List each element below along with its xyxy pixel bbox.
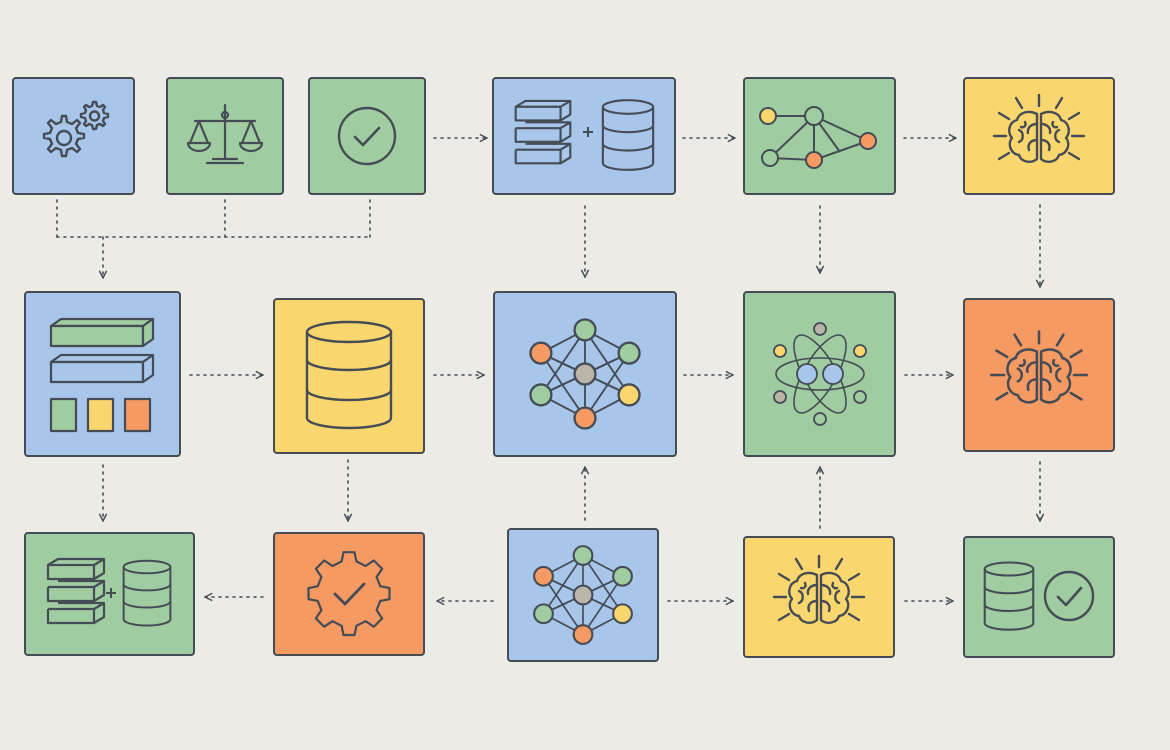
node-database-check	[963, 536, 1115, 658]
layout-blocks-icon	[49, 317, 154, 433]
neural-network-icon	[533, 545, 633, 645]
node-check	[308, 77, 426, 195]
database-check-icon	[983, 561, 1095, 631]
node-gears	[12, 77, 135, 195]
brain-icon	[772, 554, 866, 624]
node-scales	[166, 77, 284, 195]
gears-icon	[42, 100, 109, 158]
node-graph-icon	[758, 106, 877, 169]
node-stack-db	[492, 77, 676, 195]
stack-plus-database-icon	[514, 99, 655, 171]
database-icon	[305, 320, 393, 430]
node-gear-check	[273, 532, 425, 656]
balance-scale-icon	[186, 103, 264, 165]
atom-network-icon	[772, 322, 867, 426]
node-layout	[24, 291, 181, 457]
node-brain-1	[963, 77, 1115, 195]
node-network-2	[507, 528, 659, 662]
node-atom-network	[743, 291, 896, 457]
neural-network-icon	[529, 318, 641, 430]
node-network-1	[493, 291, 677, 457]
brain-icon	[990, 330, 1088, 404]
node-stack-db-2	[24, 532, 195, 656]
node-brain-3	[743, 536, 895, 658]
gear-check-icon	[307, 551, 391, 637]
stack-plus-database-icon	[46, 557, 172, 627]
node-brain-2	[963, 298, 1115, 452]
check-circle-icon	[337, 106, 397, 166]
brain-icon	[992, 93, 1086, 163]
node-graph	[743, 77, 896, 195]
node-database	[273, 298, 425, 454]
